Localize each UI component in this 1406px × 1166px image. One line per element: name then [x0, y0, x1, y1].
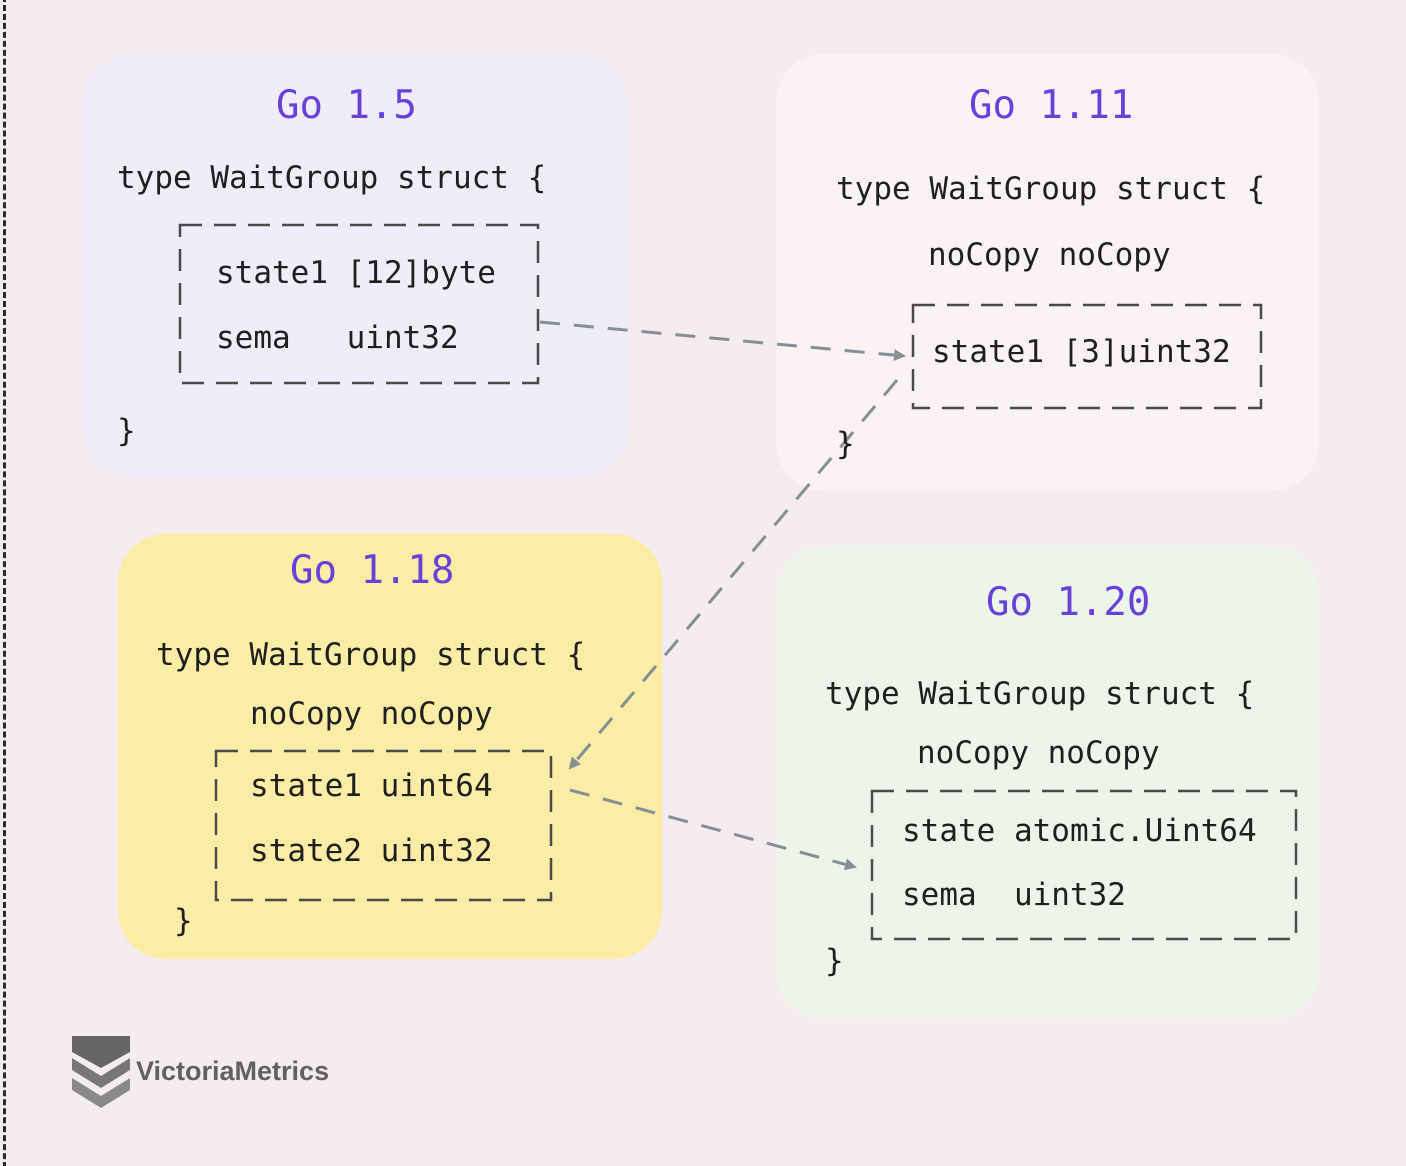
struct-declaration: type WaitGroup struct {	[117, 160, 547, 196]
panel-title-go-1-11: Go 1.11	[969, 83, 1134, 128]
field-state1: state1 [12]byte	[216, 255, 496, 291]
logo-wordmark: VictoriaMetrics	[136, 1056, 330, 1086]
closing-brace: }	[174, 903, 193, 939]
field-nocopy: noCopy noCopy	[928, 237, 1171, 273]
arrow-go-1-11-to-go-1-18	[568, 379, 899, 770]
struct-declaration: type WaitGroup struct {	[836, 171, 1266, 207]
panel-title-go-1-20: Go 1.20	[986, 580, 1151, 625]
fields-box-go-1-11	[911, 303, 1263, 410]
field-state1: state1 [3]uint32	[932, 334, 1231, 370]
victoriametrics-logo-icon	[72, 1036, 130, 1108]
field-nocopy: noCopy noCopy	[250, 696, 493, 732]
closing-brace: }	[825, 943, 844, 979]
closing-brace: }	[836, 426, 855, 462]
field-nocopy: noCopy noCopy	[917, 735, 1160, 771]
field-sema: sema uint32	[902, 877, 1126, 913]
panel-title-go-1-5: Go 1.5	[276, 83, 417, 128]
field-state1: state1 uint64	[250, 768, 493, 804]
panel-go-1-5	[82, 54, 628, 478]
fields-box-go-1-20	[870, 789, 1298, 941]
fields-box-go-1-18	[214, 749, 553, 902]
field-state: state atomic.Uint64	[902, 813, 1257, 849]
frame-border	[3, 0, 1406, 1166]
panel-title-go-1-18: Go 1.18	[290, 548, 455, 593]
arrow-go-1-18-to-go-1-20	[569, 788, 857, 871]
closing-brace: }	[117, 413, 136, 449]
struct-declaration: type WaitGroup struct {	[825, 676, 1255, 712]
arrow-go-1-5-to-go-1-11	[539, 320, 906, 362]
panel-go-1-18	[118, 534, 662, 959]
field-state2: state2 uint32	[250, 833, 493, 869]
fields-box-go-1-5	[178, 223, 540, 385]
struct-declaration: type WaitGroup struct {	[156, 637, 586, 673]
field-sema: sema uint32	[216, 320, 459, 356]
